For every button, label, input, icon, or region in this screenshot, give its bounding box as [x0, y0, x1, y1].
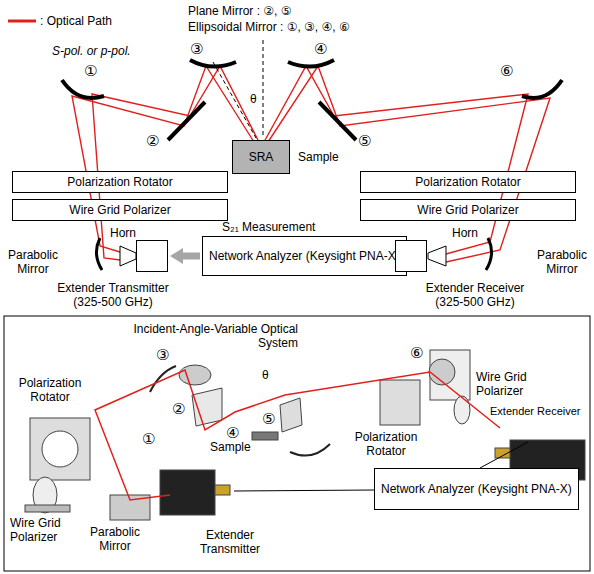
optics-box: Wire Grid Polarizer — [12, 199, 228, 221]
normal-line — [213, 40, 263, 138]
callout-number: ② — [172, 400, 185, 418]
optics-box: Polarization Rotator — [12, 171, 228, 193]
module-label: Extender Transmitter (325-500 GHz) — [51, 281, 175, 309]
part-label: Polarization Rotator — [346, 430, 426, 458]
callout-number: ⑥ — [500, 62, 513, 80]
callout-number: ① — [142, 430, 155, 448]
callout-number: ③ — [156, 346, 169, 364]
optics-box: Polarization Rotator — [360, 171, 576, 193]
part-label: Wire Grid Polarizer — [476, 370, 538, 398]
callout-number: ④ — [314, 40, 327, 58]
part-label: θ — [250, 92, 257, 106]
callout-number: ⑤ — [358, 132, 371, 150]
part-label: Horn — [110, 226, 136, 240]
callout-number: ⑤ — [262, 410, 275, 428]
part-label: Parabolic Mirror — [84, 525, 146, 553]
part-label: Sample — [298, 150, 339, 164]
equipment — [25, 350, 585, 520]
callout-number: ⑥ — [410, 344, 423, 362]
part-label: Extender Receiver — [490, 404, 581, 418]
node-text: Polarization Rotator — [415, 175, 520, 189]
legend-line — [6, 16, 38, 26]
node-text: Wire Grid Polarizer — [417, 203, 518, 217]
node-text: Network Analyzer (Keysight PNA-X) — [209, 249, 400, 263]
optics-box: Wire Grid Polarizer — [360, 199, 576, 221]
node-text: Wire Grid Polarizer — [69, 203, 170, 217]
part-label: Horn — [452, 226, 478, 240]
optical-path — [72, 66, 550, 262]
node-text: SRA — [249, 150, 274, 164]
part-label: Plane Mirror : ②, ⑤ — [188, 4, 292, 18]
part-label: Polarization Rotator — [10, 376, 90, 404]
analyzer-box: Network Analyzer (Keysight PNA-X) — [202, 236, 407, 276]
callout-number: ③ — [190, 40, 203, 58]
panel-frame — [4, 316, 590, 571]
part-label: Parabolic Mirror — [532, 248, 592, 276]
part-label: Extender Transmitter — [190, 528, 270, 556]
legend-entry: : Optical Path — [6, 14, 112, 28]
part-label: Incident-Angle-Variable Optical System — [100, 322, 298, 350]
node-text: Polarization Rotator — [67, 175, 172, 189]
part-label: θ — [262, 368, 269, 382]
analyzer-box: Network Analyzer (Keysight PNA-X) — [374, 468, 579, 510]
extender-module: Extender Receiver (325-500 GHz) — [395, 240, 427, 272]
arrow-shaft — [182, 253, 200, 260]
callout-number: ④ — [226, 424, 239, 442]
part-label: Sample — [210, 440, 251, 454]
part-label: S₂₁ Measurement — [222, 220, 315, 234]
mirror — [62, 60, 562, 140]
callout-number: ① — [84, 62, 97, 80]
part-label: Ellipsoidal Mirror : ①, ③, ④, ⑥ — [188, 20, 350, 34]
part-label: Parabolic Mirror — [4, 248, 62, 276]
node-text: Network Analyzer (Keysight PNA-X) — [381, 482, 572, 496]
callout-number: ② — [146, 132, 159, 150]
part-label: Wire Grid Polarizer — [10, 516, 74, 544]
arrow-head — [170, 248, 183, 264]
legend-line-sample — [8, 20, 36, 23]
sample-box: SRA — [232, 140, 290, 174]
extender-module: Extender Transmitter (325-500 GHz) — [136, 240, 168, 272]
legend-text: : Optical Path — [40, 14, 112, 28]
part-label: S-pol. or p-pol. — [52, 44, 131, 58]
signal-arrow — [170, 248, 200, 264]
module-label: Extender Receiver (325-500 GHz) — [416, 281, 534, 309]
